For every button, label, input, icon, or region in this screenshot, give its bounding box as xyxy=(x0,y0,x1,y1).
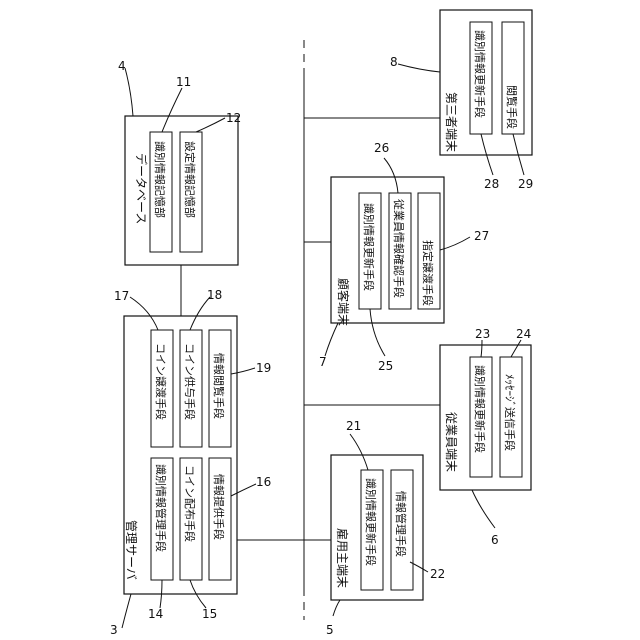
unit-label-25: 識別情報更新手段 xyxy=(362,203,376,291)
employer-terminal-title: 雇用主端末 xyxy=(335,528,350,588)
ref-19: 19 xyxy=(256,361,271,375)
ref-23: 23 xyxy=(475,327,490,341)
unit-label-15: コイン配布手段 xyxy=(183,465,197,542)
ref-26: 26 xyxy=(374,141,389,155)
ref-5: 5 xyxy=(326,623,334,637)
ref-11: 11 xyxy=(176,75,191,89)
ref-6: 6 xyxy=(491,533,499,547)
management-server-node: 管理サーバ 識別情報管理手段 コイン配布手段 情報提供手段 コイン譲渡手段 コイ… xyxy=(124,316,237,594)
employee-terminal-node: 従業員端末 識別情報更新手段 ﾒｯｾｰｼﾞ送信手段 xyxy=(440,345,531,490)
leader-3 xyxy=(122,594,131,628)
ref-16: 16 xyxy=(256,475,271,489)
ref-8: 8 xyxy=(390,55,398,69)
ref-29: 29 xyxy=(518,177,533,191)
unit-label-21: 識別情報更新手段 xyxy=(364,478,378,566)
ref-18: 18 xyxy=(207,288,222,302)
leader-6 xyxy=(472,490,495,528)
unit-label-24: ﾒｯｾｰｼﾞ送信手段 xyxy=(503,374,517,451)
leader-5 xyxy=(333,600,340,616)
ref-28: 28 xyxy=(484,177,499,191)
ref-14: 14 xyxy=(148,607,163,621)
ref-27: 27 xyxy=(474,229,489,243)
unit-label-28: 識別情報更新手段 xyxy=(473,30,487,118)
unit-label-16: 情報提供手段 xyxy=(212,474,226,540)
ref-25: 25 xyxy=(378,359,393,373)
third-party-terminal-title: 第三者端末 xyxy=(444,92,458,152)
ref-4: 4 xyxy=(118,59,126,73)
ref-7: 7 xyxy=(319,355,327,369)
unit-label-14: 識別情報管理手段 xyxy=(154,464,168,552)
ref-24: 24 xyxy=(516,327,531,341)
unit-label-12: 設定情報記憶部 xyxy=(183,141,197,218)
database-node: データベース 識別情報記憶部 設定情報記憶部 xyxy=(125,116,238,265)
ref-12: 12 xyxy=(226,111,241,125)
management-server-title: 管理サーバ xyxy=(124,520,139,580)
unit-label-18: コイン供与手段 xyxy=(183,343,197,420)
unit-label-17: コイン譲渡手段 xyxy=(154,343,168,420)
unit-label-11: 識別情報記憶部 xyxy=(153,141,167,218)
unit-label-27: 指定譲渡手段 xyxy=(421,240,435,306)
ref-22: 22 xyxy=(430,567,445,581)
leader-4 xyxy=(125,68,133,116)
ref-21: 21 xyxy=(346,419,361,433)
unit-label-19: 情報閲覧手段 xyxy=(212,353,226,419)
employee-terminal-title: 従業員端末 xyxy=(444,412,458,472)
customer-terminal-title: 顧客端末 xyxy=(336,278,351,326)
unit-label-29: 閲覧手段 xyxy=(505,85,519,129)
unit-label-23: 識別情報更新手段 xyxy=(473,365,487,453)
leader-8 xyxy=(398,64,440,72)
third-party-terminal-node: 第三者端末 識別情報更新手段 閲覧手段 xyxy=(440,10,532,155)
ref-17: 17 xyxy=(114,289,129,303)
ref-3: 3 xyxy=(110,623,118,637)
employer-terminal-node: 雇用主端末 識別情報更新手段 情報管理手段 xyxy=(331,455,423,600)
leader-7 xyxy=(325,323,338,356)
customer-terminal-node: 顧客端末 識別情報更新手段 従業員情報確認手段 指定譲渡手段 xyxy=(331,177,444,326)
database-title: データベース xyxy=(134,153,149,224)
unit-label-22: 情報管理手段 xyxy=(394,491,408,557)
ref-15: 15 xyxy=(202,607,217,621)
unit-label-26: 従業員情報確認手段 xyxy=(392,199,406,298)
